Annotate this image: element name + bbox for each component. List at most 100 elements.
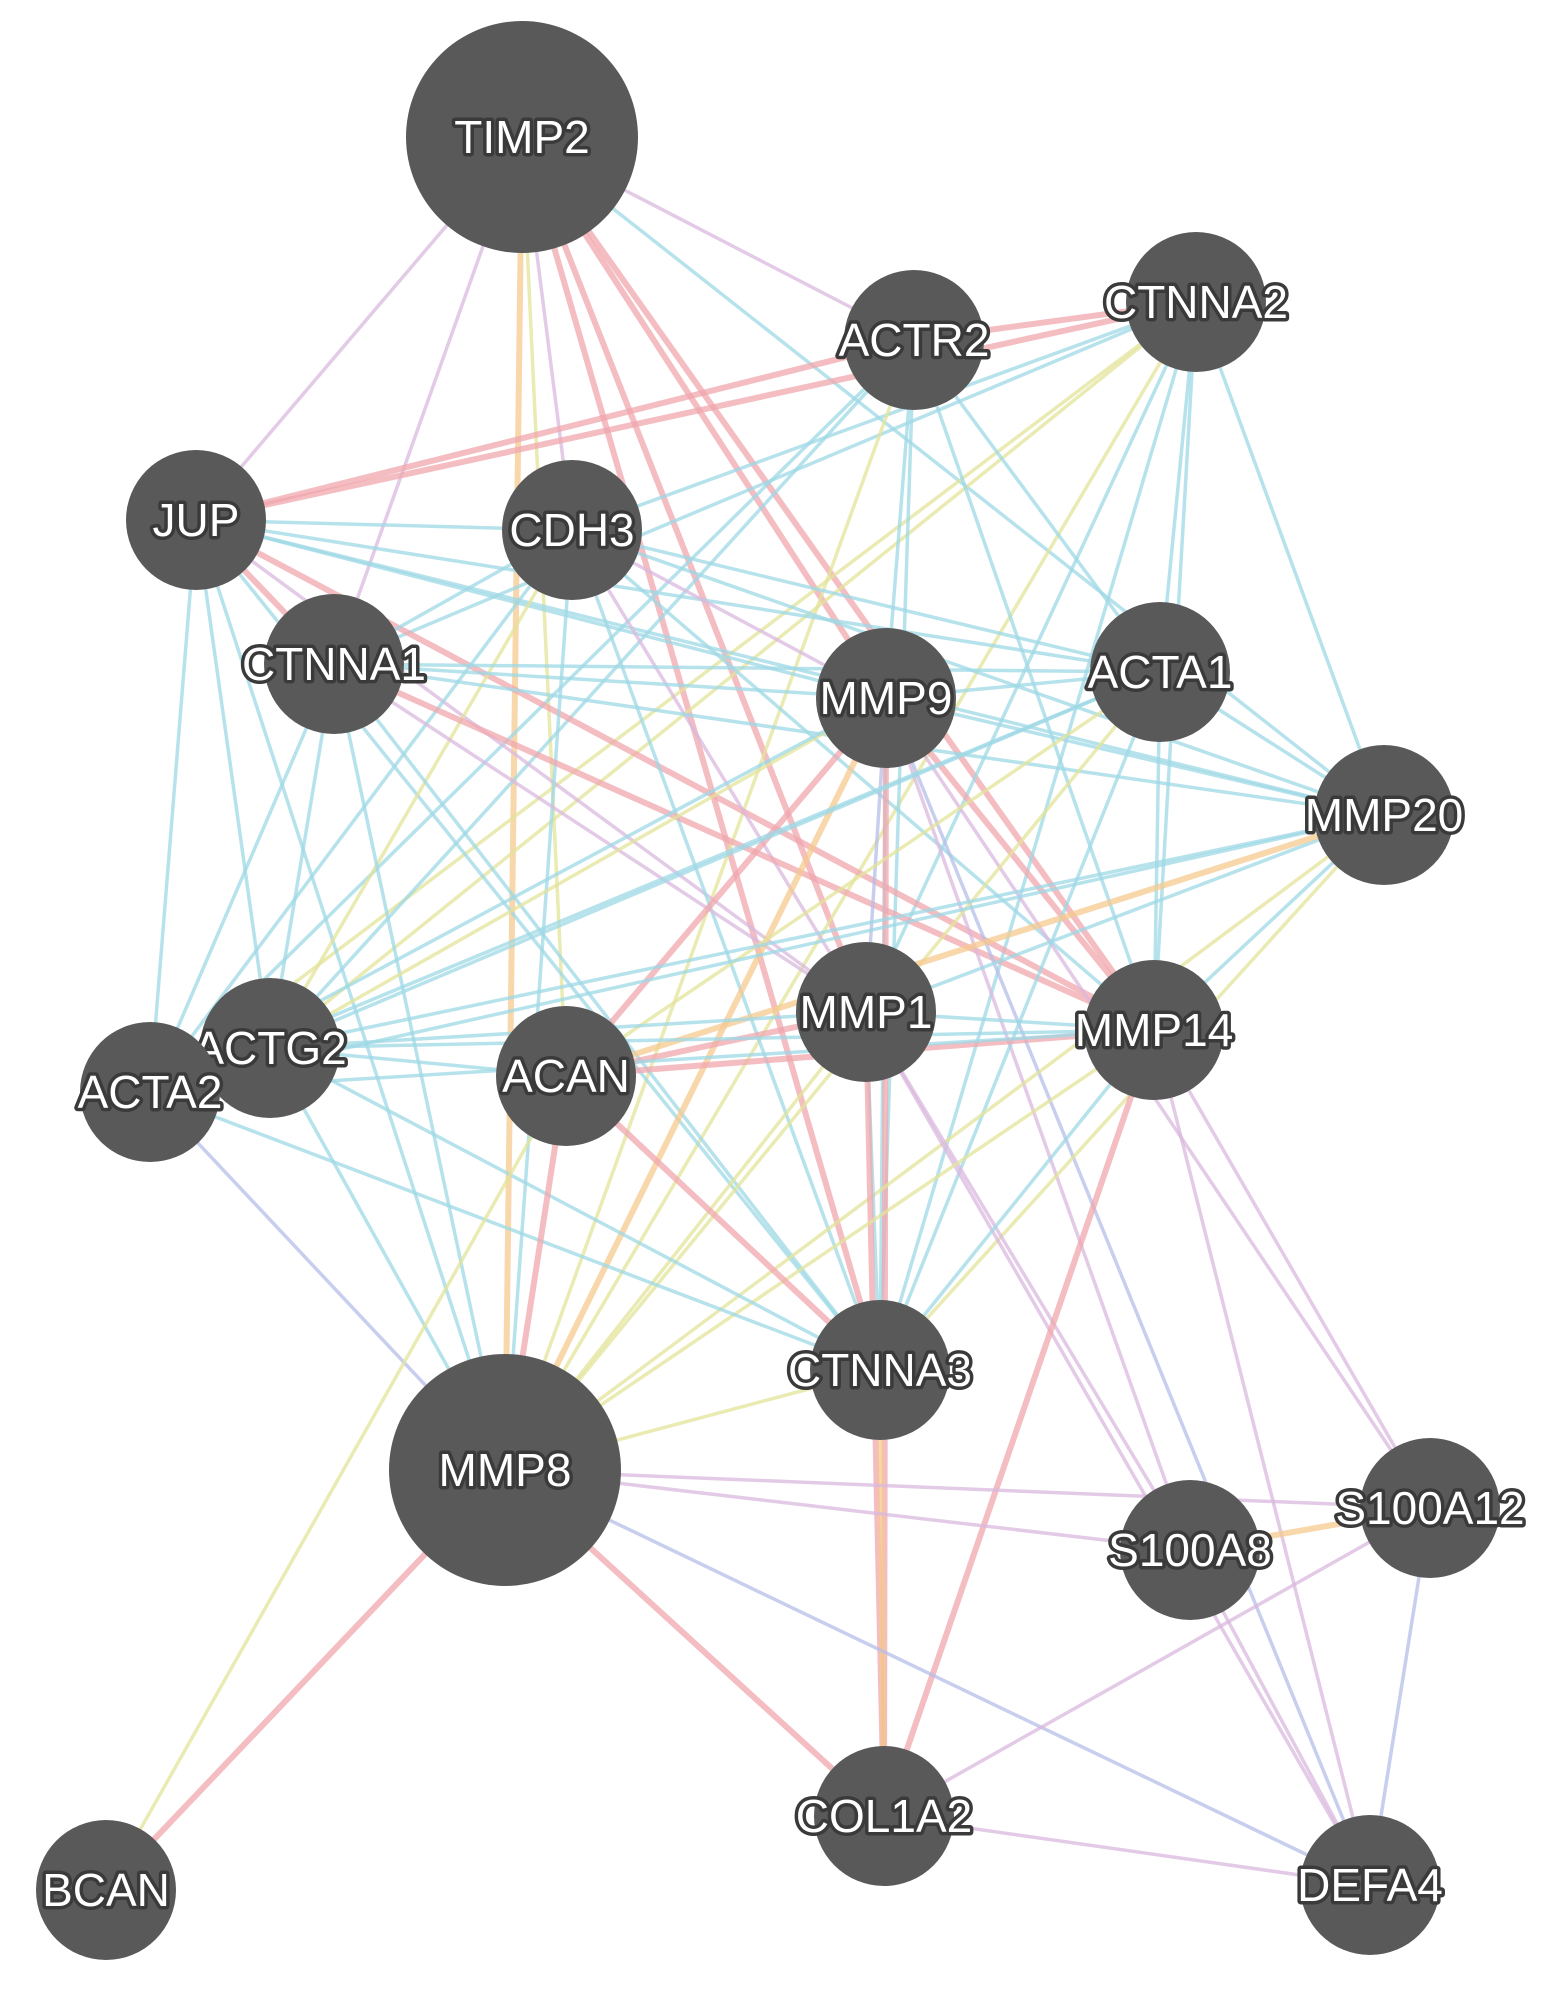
edge-mmp20-mmp1 [864, 813, 1386, 1014]
edge-cdh3-mmp20 [570, 528, 1386, 817]
node-mmp9[interactable]: MMP9 [816, 628, 956, 768]
node-mmp20[interactable]: MMP20 [1301, 745, 1467, 885]
node-circle-cdh3[interactable] [502, 460, 642, 600]
node-circle-col1a2[interactable] [814, 1746, 954, 1886]
node-s100a12[interactable]: S100A12 [1332, 1438, 1528, 1578]
edge-ctnna1-mmp9 [332, 662, 888, 700]
edge-jup-actg2 [194, 518, 272, 1050]
node-acta2[interactable]: ACTA2 [74, 1022, 226, 1162]
node-label-ctnna2: CTNNA2 [1104, 276, 1288, 328]
edge-acan-ctnna3 [563, 1073, 883, 1373]
node-timp2[interactable]: TIMP2 [406, 21, 638, 253]
node-circle-mmp14[interactable] [1084, 960, 1224, 1100]
node-mmp8[interactable]: MMP8 [389, 1354, 621, 1586]
node-circle-ctnna2[interactable] [1126, 232, 1266, 372]
edge-mmp14-s100a12 [1152, 1028, 1432, 1510]
edge-ctnna2-ctnna3 [878, 300, 1198, 1372]
node-label-s100a12: S100A12 [1335, 1482, 1524, 1534]
edge-cdh3-acta2 [148, 528, 574, 1094]
edge-ctnna1-acta2 [148, 662, 336, 1094]
node-circle-timp2[interactable] [406, 21, 638, 253]
node-circle-acta1[interactable] [1090, 602, 1230, 742]
node-circle-ctnna1[interactable] [264, 594, 404, 734]
edge-mmp9-s100a8 [884, 696, 1192, 1552]
node-defa4[interactable]: DEFA4 [1294, 1815, 1446, 1955]
edge-mmp1-defa4 [864, 1010, 1372, 1887]
edge-cdh3-actg2 [268, 528, 574, 1050]
node-circle-bcan[interactable] [36, 1820, 176, 1960]
node-circle-mmp20[interactable] [1314, 745, 1454, 885]
edge-ctnna2-actg2 [268, 300, 1198, 1050]
node-s100a8[interactable]: S100A8 [1105, 1480, 1275, 1620]
node-ctnna3[interactable]: CTNNA3 [784, 1300, 976, 1440]
node-circle-ctnna3[interactable] [810, 1300, 950, 1440]
edge-ctnna2-ctnna1 [332, 300, 1198, 666]
node-mmp14[interactable]: MMP14 [1071, 960, 1237, 1100]
node-circle-mmp9[interactable] [816, 628, 956, 768]
edge-cdh3-mmp14 [570, 528, 1156, 1032]
node-circle-mmp8[interactable] [389, 1354, 621, 1586]
edge-mmp14-col1a2 [881, 1027, 1157, 1819]
edge-jup-mmp8 [194, 518, 507, 1472]
edge-mmp9-defa4 [884, 696, 1372, 1887]
node-acan[interactable]: ACAN [496, 1006, 636, 1146]
edge-acan-bcan [104, 1074, 568, 1892]
edge-mmp9-s100a12 [884, 696, 1432, 1510]
node-ctnna2[interactable]: CTNNA2 [1100, 232, 1292, 372]
node-circle-s100a12[interactable] [1360, 1438, 1500, 1578]
node-circle-jup[interactable] [126, 450, 266, 590]
node-label-ctnna1: CTNNA1 [242, 638, 426, 690]
edge-actr2-actg2 [268, 338, 916, 1050]
edge-ctnna1-acta1 [332, 662, 1162, 674]
node-jup[interactable]: JUP [126, 450, 266, 590]
edge-mmp9-acan [563, 695, 889, 1079]
node-circle-mmp1[interactable] [796, 942, 936, 1082]
edge-ctnna2-cdh3 [570, 300, 1198, 532]
edge-timp2-mmp8 [502, 134, 525, 1473]
node-ctnna1[interactable]: CTNNA1 [238, 594, 430, 734]
node-label-bcan: BCAN [42, 1864, 170, 1916]
edge-mmp1-s100a8 [864, 1010, 1192, 1552]
edge-mmp14-ctnna3 [878, 1028, 1156, 1372]
node-circle-defa4[interactable] [1300, 1815, 1440, 1955]
node-actr2[interactable]: ACTR2 [835, 270, 993, 410]
edge-timp2-mmp20 [520, 135, 1386, 817]
node-label-mmp14: MMP14 [1075, 1004, 1233, 1056]
edge-ctnna1-ctnna3 [332, 662, 882, 1372]
edge-ctnna2-mmp8 [503, 300, 1198, 1472]
node-label-ctnna3: CTNNA3 [788, 1344, 972, 1396]
node-circle-acan[interactable] [496, 1006, 636, 1146]
node-label-mmp20: MMP20 [1305, 789, 1463, 841]
edge-mmp8-defa4 [503, 1468, 1372, 1887]
node-label-acta1: ACTA1 [1088, 646, 1233, 698]
edge-cdh3-acta1 [570, 528, 1162, 674]
edge-mmp20-actg2 [268, 813, 1386, 1050]
node-mmp1[interactable]: MMP1 [796, 942, 936, 1082]
node-actg2[interactable]: ACTG2 [190, 978, 350, 1118]
node-label-actr2: ACTR2 [839, 314, 990, 366]
node-acta1[interactable]: ACTA1 [1084, 602, 1236, 742]
node-circle-actr2[interactable] [844, 270, 984, 410]
node-col1a2[interactable]: COL1A2 [792, 1746, 976, 1886]
edge-ctnna1-mmp8 [332, 662, 507, 1472]
node-circle-actg2[interactable] [200, 978, 340, 1118]
node-bcan[interactable]: BCAN [36, 1820, 176, 1960]
edge-layer [103, 134, 1433, 1893]
edge-actr2-acta2 [148, 338, 916, 1094]
edge-cdh3-mmp8 [503, 528, 574, 1472]
node-label-actg2: ACTG2 [193, 1022, 346, 1074]
edge-mmp9-mmp8 [502, 695, 889, 1473]
node-circle-s100a8[interactable] [1120, 1480, 1260, 1620]
node-label-mmp1: MMP1 [800, 986, 933, 1038]
edge-ctnna2-jup [193, 299, 1199, 523]
node-label-mmp8: MMP8 [439, 1444, 572, 1496]
edge-mmp9-actg2 [268, 696, 888, 1050]
edge-ctnna3-col1a2 [877, 1367, 887, 1819]
node-label-cdh3: CDH3 [509, 504, 634, 556]
node-circle-acta2[interactable] [80, 1022, 220, 1162]
edge-acta2-ctnna3 [148, 1090, 882, 1372]
edge-mmp8-s100a12 [503, 1468, 1432, 1510]
node-cdh3[interactable]: CDH3 [502, 460, 642, 600]
